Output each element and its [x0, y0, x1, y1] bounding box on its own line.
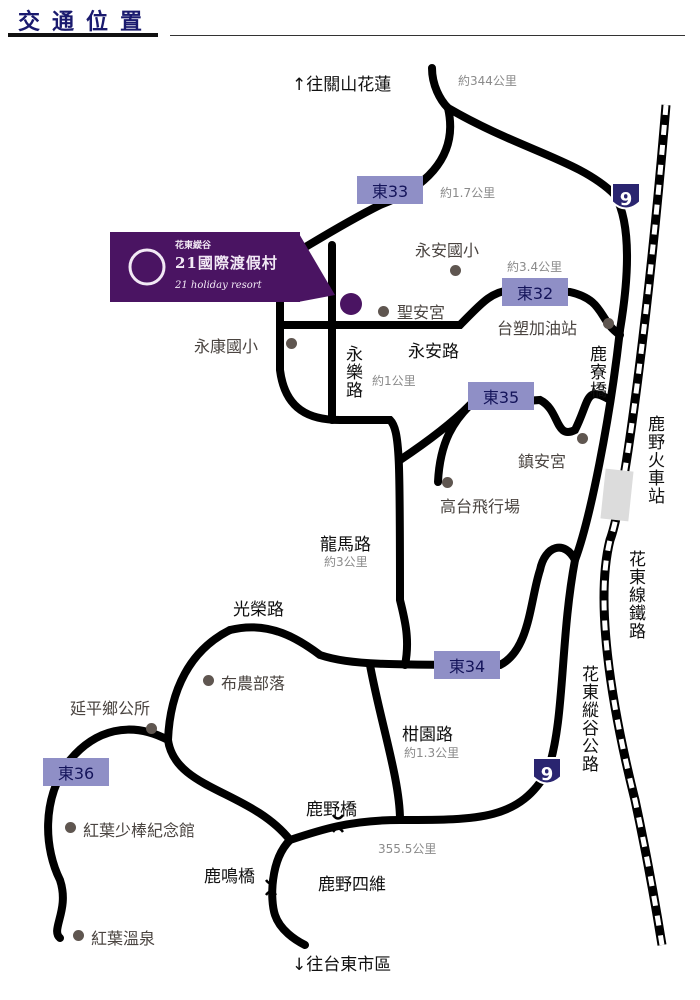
poi-dot — [442, 477, 453, 488]
poi-鎮安宮: 鎮安宮 — [518, 452, 567, 471]
poi-高台飛行場: 高台飛行場 — [440, 497, 521, 516]
highway-name: 花東縱谷公路 — [578, 665, 598, 773]
south-direction: ↓往台東市區 — [292, 955, 392, 975]
title-underline — [8, 33, 158, 37]
poi-dot — [203, 675, 214, 686]
route-東33-distance: 約1.7公里 — [440, 186, 496, 200]
poi-布農部落: 布農部落 — [221, 674, 286, 693]
poi-dot — [65, 822, 76, 833]
poi-dot — [146, 723, 157, 734]
title-divider — [170, 35, 685, 36]
route-東32: 東32 — [502, 278, 568, 306]
railway-name: 花東線鐵路 — [625, 550, 645, 640]
banner-pointer — [298, 232, 335, 302]
poi-永安國小: 永安國小 — [415, 241, 480, 260]
route-東32-distance: 約3.4公里 — [507, 260, 563, 274]
poi-dot — [450, 265, 461, 276]
north-distance: 約344公里 — [458, 74, 517, 88]
resort-name-en: 21 holiday resort — [175, 280, 262, 291]
road-永安路: 永安路 — [408, 342, 459, 362]
railway-line — [599, 104, 671, 946]
poi-延平鄉公所: 延平鄉公所 — [70, 699, 151, 718]
station-name: 鹿野火車站 — [644, 415, 664, 505]
road-龍馬路-distance: 約3公里 — [324, 555, 368, 569]
svg-text:9: 9 — [620, 189, 633, 210]
route-東33: 東33 — [357, 176, 423, 204]
route-東34: 東34 — [434, 651, 500, 679]
bridge-鹿鳴橋: 鹿鳴橋 — [204, 867, 255, 887]
resort-region: 花東縱谷 — [175, 241, 212, 251]
poi-dot — [73, 930, 84, 941]
poi-dot — [378, 306, 389, 317]
svg-text:9: 9 — [541, 764, 554, 785]
highway-9-shield-south: 9 — [532, 757, 562, 785]
poi-聖安宮: 聖安宮 — [397, 303, 446, 322]
bridge-鹿野橋: 鹿野橋 — [306, 800, 357, 820]
highway-9-shield-north: 9 — [611, 182, 641, 210]
resort-location-marker — [340, 293, 362, 315]
poi-永康國小: 永康國小 — [194, 337, 259, 356]
road-柑園路: 柑園路 — [402, 725, 453, 745]
moon-logo-icon — [128, 248, 166, 286]
poi-台塑加油站: 台塑加油站 — [497, 319, 578, 338]
road-永樂路: 永樂路 — [342, 345, 362, 399]
poi-紅葉溫泉: 紅葉溫泉 — [91, 929, 156, 948]
bridge-marks — [264, 814, 345, 896]
road-永樂路-distance: 約1公里 — [372, 374, 416, 388]
poi-紅葉少棒紀念館: 紅葉少棒紀念館 — [83, 821, 196, 840]
page-title: 交通位置 — [18, 9, 155, 35]
area-鹿野四維: 鹿野四維 — [318, 875, 386, 895]
road-光榮路: 光榮路 — [233, 600, 284, 620]
highway-distance: 355.5公里 — [378, 842, 437, 856]
poi-dot — [286, 338, 297, 349]
resort-banner[interactable] — [110, 232, 300, 302]
route-東35: 東35 — [468, 382, 534, 410]
road-龍馬路: 龍馬路 — [320, 535, 371, 555]
poi-dot — [577, 433, 588, 444]
north-direction: ↑往關山花蓮 — [292, 75, 392, 95]
bridge-鹿寮橋: 鹿寮橋 — [586, 345, 606, 399]
road-柑園路-distance: 約1.3公里 — [404, 746, 460, 760]
station-block — [600, 468, 634, 522]
resort-name: 21國際渡假村 — [175, 254, 278, 272]
route-東36: 東36 — [43, 758, 109, 786]
poi-dot — [603, 318, 614, 329]
